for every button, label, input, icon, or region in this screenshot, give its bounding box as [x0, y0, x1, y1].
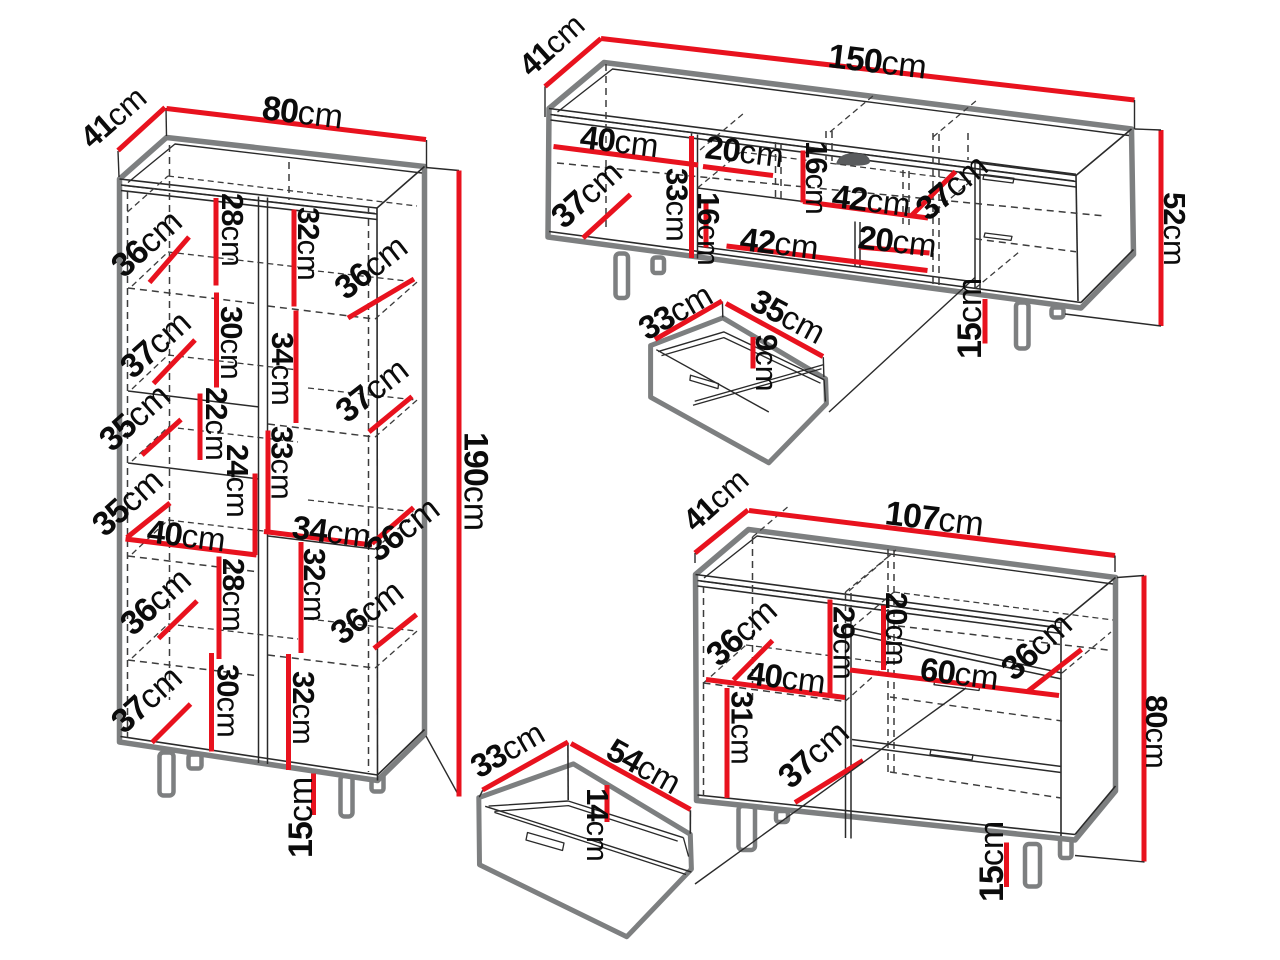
- svg-text:14cm: 14cm: [580, 788, 615, 862]
- svg-text:31cm: 31cm: [725, 691, 760, 765]
- svg-text:15cm: 15cm: [282, 777, 320, 858]
- svg-text:52cm: 52cm: [1157, 192, 1192, 266]
- svg-text:28cm: 28cm: [216, 558, 251, 632]
- svg-text:20cm: 20cm: [703, 128, 786, 174]
- svg-text:60cm: 60cm: [918, 650, 1001, 696]
- svg-text:32cm: 32cm: [291, 207, 326, 281]
- svg-text:28cm: 28cm: [215, 193, 250, 267]
- svg-text:20cm: 20cm: [879, 592, 914, 666]
- svg-text:30cm: 30cm: [214, 306, 249, 380]
- svg-text:16cm: 16cm: [691, 192, 726, 266]
- svg-text:20cm: 20cm: [856, 218, 939, 264]
- svg-text:40cm: 40cm: [745, 654, 828, 700]
- svg-text:34cm: 34cm: [265, 332, 300, 406]
- svg-text:190cm: 190cm: [457, 432, 495, 531]
- svg-text:29cm: 29cm: [827, 606, 862, 680]
- svg-text:42cm: 42cm: [738, 220, 821, 266]
- svg-text:34cm: 34cm: [290, 508, 373, 554]
- svg-text:40cm: 40cm: [578, 118, 661, 164]
- svg-text:33cm: 33cm: [660, 168, 695, 242]
- svg-text:16cm: 16cm: [799, 141, 834, 215]
- svg-text:150cm: 150cm: [826, 37, 929, 86]
- svg-text:9cm: 9cm: [749, 334, 784, 392]
- svg-text:22cm: 22cm: [199, 387, 234, 461]
- svg-text:24cm: 24cm: [220, 444, 255, 518]
- svg-text:32cm: 32cm: [286, 671, 321, 745]
- svg-text:30cm: 30cm: [211, 664, 246, 738]
- svg-text:42cm: 42cm: [830, 177, 913, 223]
- svg-text:40cm: 40cm: [145, 512, 228, 558]
- svg-text:33cm: 33cm: [265, 426, 300, 500]
- svg-text:32cm: 32cm: [297, 548, 332, 622]
- svg-text:80cm: 80cm: [1139, 695, 1174, 769]
- svg-text:15cm: 15cm: [951, 278, 989, 359]
- svg-text:80cm: 80cm: [260, 89, 345, 136]
- svg-text:107cm: 107cm: [883, 494, 986, 543]
- svg-text:15cm: 15cm: [973, 821, 1011, 902]
